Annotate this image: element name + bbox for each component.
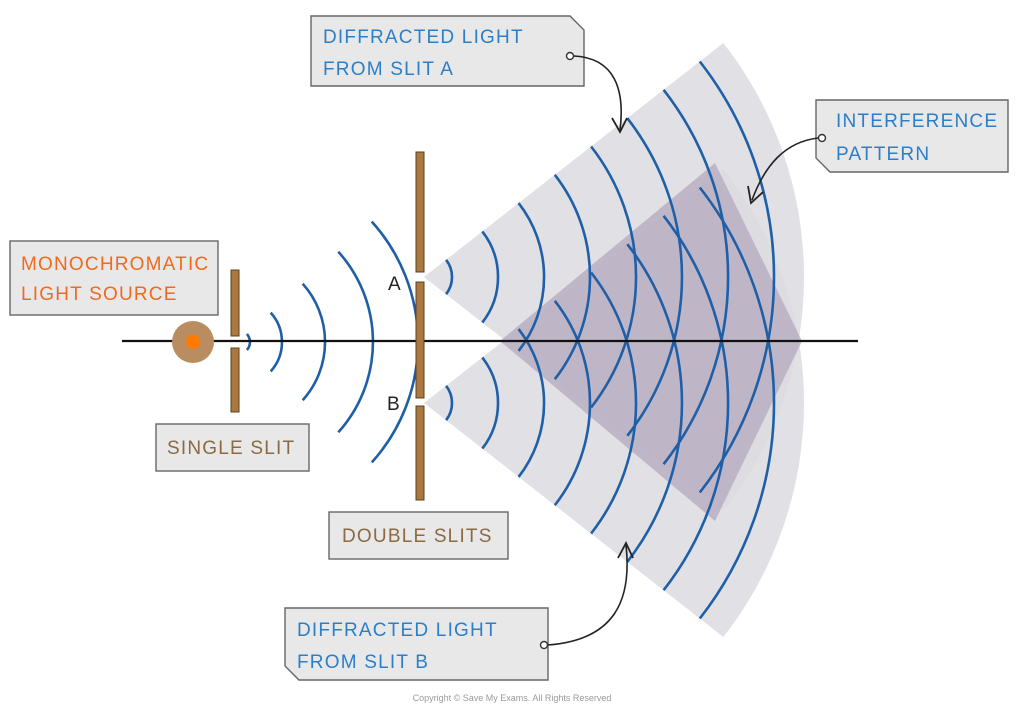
- wavefronts-slit-a: [445, 60, 776, 494]
- pointer-arrowhead-interference: [747, 185, 764, 205]
- label-text: SINGLE SLIT: [167, 438, 295, 459]
- label-box: [310, 15, 585, 87]
- light-source-dot: [186, 335, 200, 349]
- wavefront-b-3: [517, 328, 546, 478]
- double-slit-barrier-middle: [415, 281, 425, 399]
- double-slit-barrier-bottom: [415, 405, 425, 501]
- pointer-dot: [817, 133, 827, 143]
- label-box: [328, 511, 509, 560]
- wavefront-b-1: [445, 385, 454, 421]
- label-line-1: DIFFRACTED LIGHT: [297, 620, 498, 641]
- label-light-source: MONOCHROMATIC LIGHT SOURCE: [9, 240, 219, 316]
- wavefront-a-5: [590, 145, 638, 409]
- label-box: [284, 607, 549, 681]
- pointer-dot: [539, 640, 549, 650]
- wavefront-a-7: [662, 89, 730, 465]
- label-box: [9, 240, 219, 316]
- wavefront-a-6: [626, 117, 684, 437]
- wavefront-b-7: [662, 215, 730, 591]
- wavefront-b-8: [698, 186, 776, 620]
- label-box: [815, 99, 1009, 173]
- label-line-2: FROM SLIT A: [323, 59, 454, 80]
- label-interference-pattern: INTERFERENCE PATTERN: [815, 99, 1009, 173]
- label-text: DOUBLE SLITS: [342, 526, 493, 547]
- label-line-1: INTERFERENCE: [836, 111, 998, 132]
- single-slit-barrier-top: [230, 269, 240, 337]
- pointer-dot: [565, 51, 575, 61]
- pointer-arrow-slit-b: [547, 544, 628, 646]
- wavefront-b-4: [553, 300, 592, 506]
- label-line-2: PATTERN: [836, 144, 930, 165]
- label-diffracted-light-slit-b: DIFFRACTED LIGHT FROM SLIT B: [284, 607, 549, 681]
- label-line-1: DIFFRACTED LIGHT: [323, 27, 524, 48]
- single-slit-barrier-bottom: [230, 347, 240, 413]
- wavefront-a-8: [698, 60, 776, 494]
- label-line-2: FROM SLIT B: [297, 652, 429, 673]
- slit-b-label: B: [387, 394, 400, 415]
- wavefront-b-2: [481, 356, 500, 450]
- pointer-arrowhead-slit-a: [611, 117, 628, 134]
- wavefront-b-6: [626, 243, 684, 563]
- wavefronts-slit-b: [445, 186, 776, 620]
- pointer-arrow-slit-a: [573, 55, 622, 131]
- label-line-2: LIGHT SOURCE: [21, 284, 178, 305]
- copyright-text: Copyright © Save My Exams. All Rights Re…: [413, 693, 612, 703]
- label-double-slits: DOUBLE SLITS: [328, 511, 509, 560]
- wavefront-a-3: [517, 202, 546, 352]
- slit-a-label: A: [388, 274, 401, 295]
- pointer-arrow-interference: [751, 137, 819, 201]
- double-slit-barrier-top: [415, 151, 425, 273]
- wavefront-a-2: [481, 230, 500, 324]
- label-box: [155, 423, 310, 472]
- label-diffracted-light-slit-a: DIFFRACTED LIGHT FROM SLIT A: [310, 15, 585, 87]
- wavefront-a-4: [553, 174, 592, 380]
- label-single-slit: SINGLE SLIT: [155, 423, 310, 472]
- wavefront-a-1: [445, 259, 454, 295]
- wavefront-b-5: [590, 271, 638, 535]
- pointer-arrowhead-slit-b: [617, 540, 634, 559]
- label-line-1: MONOCHROMATIC: [21, 254, 209, 275]
